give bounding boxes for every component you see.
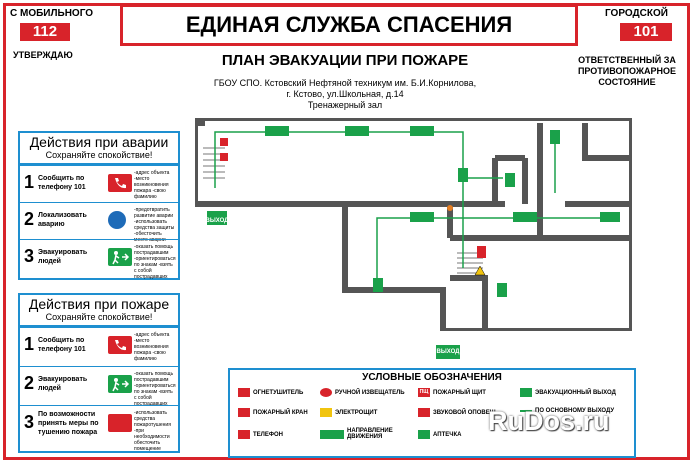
- plan-walls: [195, 118, 632, 331]
- step-description: -адрес объекта -место возникновения пожа…: [134, 332, 170, 362]
- legend-item: ОГНЕТУШИТЕЛЬ: [238, 388, 303, 397]
- accident-panel-title: Действия при аварии: [29, 134, 169, 150]
- legend-item: ЭЛЕКТРОЩИТ: [320, 408, 377, 417]
- legend-item: ТЕЛЕФОН: [238, 430, 283, 439]
- floor-plan: ВЫХОД: [195, 118, 632, 331]
- fire-actions-panel: Действия при пожаре Сохраняйте спокойств…: [18, 293, 180, 453]
- sound-alarm-icon: [418, 408, 430, 417]
- step-number: 3: [24, 246, 35, 266]
- accident-panel-subtitle: Сохраняйте спокойствие!: [45, 150, 153, 160]
- watermark: RuDos.ru: [488, 406, 610, 436]
- electrical-panel-icon: [320, 408, 332, 417]
- step-label: Эвакуировать людей: [38, 376, 88, 392]
- accident-step: 1 Сообщить по телефону 101 -адрес объект…: [20, 165, 178, 202]
- fire-step: 1 Сообщить по телефону 101 -адрес объект…: [20, 327, 178, 366]
- accident-actions-panel: Действия при аварии Сохраняйте спокойств…: [18, 131, 180, 280]
- phone-icon: [108, 174, 132, 192]
- step-description: -адрес объекта -место возникновения пожа…: [134, 170, 170, 200]
- fire-panel-title: Действия при пожаре: [28, 296, 170, 312]
- org-line-2: г. Кстово, ул.Школьная, д.14: [286, 89, 404, 99]
- accident-step: 2 Локализовать аварию -предотвратить раз…: [20, 202, 178, 243]
- step-description: -оказать помощь пострадавшим -ориентиров…: [134, 371, 176, 407]
- legend-item: ЭВАКУАЦИОННЫЙ ВЫХОД: [520, 388, 616, 397]
- extinguisher-icon: [108, 414, 132, 432]
- mobile-number: 112: [20, 23, 70, 41]
- exit-sign-icon: [207, 211, 227, 225]
- legend-item: ЗВУКОВОЙ ОПОВЕЩ: [418, 408, 496, 417]
- step-number: 1: [24, 172, 35, 192]
- step-label: Локализовать аварию: [38, 212, 87, 228]
- org-line-1: ГБОУ СПО. Кстовский Нефтяной техникум им…: [213, 78, 477, 88]
- step-label: Сообщить по телефону 101: [38, 175, 86, 191]
- manual-alarm-icon: [320, 388, 332, 397]
- step-number: 2: [24, 209, 35, 229]
- fire-alarm-icon: [220, 138, 228, 146]
- electrical-panel-icon: [474, 265, 486, 276]
- stairs: [203, 147, 483, 274]
- fire-panel-header: Действия при пожаре Сохраняйте спокойств…: [20, 295, 178, 327]
- city-label: ГОРОДСКОЙ: [605, 8, 668, 19]
- phone-icon: [108, 336, 132, 354]
- fire-hose-icon: [238, 408, 250, 417]
- legend-item: РУЧНОЙ ИЗВЕЩАТЕЛЬ: [320, 388, 405, 397]
- main-route-line-icon: [520, 410, 532, 412]
- plan-title: ПЛАН ЭВАКУАЦИИ ПРИ ПОЖАРЕ: [221, 52, 469, 69]
- fire-shield-icon: ПЩ: [418, 388, 430, 397]
- legend-panel: УСЛОВНЫЕ ОБОЗНАЧЕНИЯ ОГНЕТУШИТЕЛЬ РУЧНОЙ…: [228, 368, 636, 458]
- exit-sign-icon: [108, 248, 132, 266]
- step-label: По возможности принять меры по тушению п…: [38, 411, 99, 436]
- city-number: 101: [620, 23, 672, 41]
- exit-label: ВЫХОД: [206, 218, 230, 224]
- extinguisher-icon: [477, 246, 486, 258]
- exit-sign-icon: [520, 388, 532, 397]
- step-label: Сообщить по телефону 101: [38, 337, 86, 353]
- page-title: ЕДИНАЯ СЛУЖБА СПАСЕНИЯ: [120, 4, 578, 46]
- exit-sign-icon: [108, 375, 132, 393]
- organization-info: ГБОУ СПО. Кстовский Нефтяной техникум им…: [170, 78, 520, 111]
- first-aid-icon: [418, 430, 430, 439]
- fire-step: 2 Эвакуировать людей -оказать помощь пос…: [20, 366, 178, 407]
- phone-icon: [238, 430, 250, 439]
- step-number: 3: [24, 412, 35, 432]
- step-description: -предотвратить развитие аварии -использо…: [134, 207, 175, 243]
- you-are-here-icon: [447, 205, 453, 211]
- responsible-label: ОТВЕТСТВЕННЫЙ ЗА ПРОТИВОПОЖАРНОЕ СОСТОЯН…: [577, 55, 677, 87]
- step-label: Эвакуировать людей: [38, 249, 88, 265]
- legend-item: ПО ОСНОВНОМУ ВЫХОДУ: [520, 408, 614, 414]
- step-description: -оказать помощь пострадавшим -ориентиров…: [134, 244, 176, 280]
- direction-signs: [265, 126, 620, 297]
- direction-arrow-icon: [320, 429, 344, 439]
- fire-hose-icon: [220, 153, 228, 161]
- bottom-exit-sign: ВЫХОД: [436, 345, 460, 359]
- accident-panel-header: Действия при аварии Сохраняйте спокойств…: [20, 133, 178, 165]
- accident-step: 3 Эвакуировать людей -оказать помощь пос…: [20, 239, 178, 280]
- step-description: -использовать средства пожаротушения -пр…: [134, 410, 171, 452]
- legend-item: ПОЖАРНЫЙ КРАН: [238, 408, 308, 417]
- legend-item: АПТЕЧКА: [418, 430, 461, 439]
- step-number: 2: [24, 373, 35, 393]
- approve-label: УТВЕРЖДАЮ: [13, 50, 73, 60]
- legend-title: УСЛОВНЫЕ ОБОЗНАЧЕНИЯ: [362, 372, 502, 383]
- step-number: 1: [24, 334, 35, 354]
- extinguisher-icon: [238, 388, 250, 397]
- fire-step: 3 По возможности принять меры по тушению…: [20, 405, 178, 452]
- legend-item: НАПРАВЛЕНИЕ ДВИЖЕНИЯ: [320, 428, 395, 440]
- fire-panel-subtitle: Сохраняйте спокойствие!: [45, 312, 153, 322]
- protective-equipment-icon: [108, 211, 126, 229]
- org-line-3: Тренажерный зал: [307, 100, 383, 110]
- mobile-label: С МОБИЛЬНОГО: [10, 8, 94, 19]
